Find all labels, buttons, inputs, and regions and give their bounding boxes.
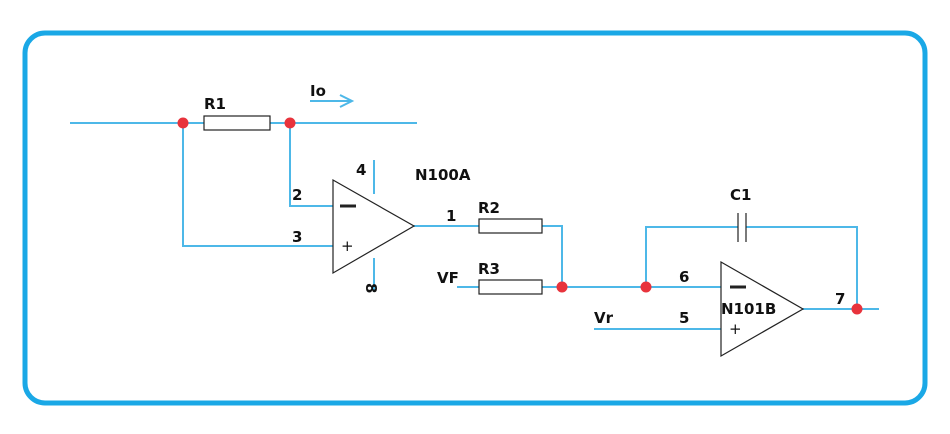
- label-opamp-a: N100A: [415, 166, 471, 184]
- resistor-r1: [203, 115, 271, 131]
- wire-fb-left: [645, 226, 738, 287]
- label-r3: R3: [478, 260, 500, 278]
- wire-fb-right: [746, 226, 858, 309]
- resistor-r3: [478, 279, 543, 295]
- opamp-b-plus-sign: +: [729, 320, 742, 338]
- current-arrow-head: [339, 94, 355, 108]
- resistor-r2: [478, 218, 543, 234]
- label-pin-6: 6: [679, 268, 689, 286]
- label-r1: R1: [204, 95, 226, 113]
- node-output: [851, 303, 863, 315]
- opamp-n100a: [332, 178, 416, 275]
- wire-to-pin2: [289, 123, 333, 207]
- label-pin-3: 3: [292, 228, 302, 246]
- label-c1: C1: [730, 186, 751, 204]
- node-r1-left: [177, 117, 189, 129]
- node-r1-right: [284, 117, 296, 129]
- label-opamp-b: N101B: [721, 300, 776, 318]
- label-vf: VF: [437, 269, 459, 287]
- node-sum: [556, 281, 568, 293]
- label-r2: R2: [478, 199, 500, 217]
- label-pin-8: 8: [362, 283, 380, 293]
- label-pin-7: 7: [835, 290, 845, 308]
- wires: [70, 94, 879, 330]
- label-pin-1: 1: [446, 207, 456, 225]
- label-pin-4: 4: [356, 161, 366, 179]
- opamp-a-plus-sign: +: [341, 237, 354, 255]
- wire-r2-to-node: [542, 225, 563, 287]
- junction-nodes: [177, 117, 863, 315]
- label-pin-5: 5: [679, 309, 689, 327]
- label-current: Io: [310, 82, 326, 100]
- wire-to-pin3: [182, 123, 333, 247]
- label-pin-2: 2: [292, 186, 302, 204]
- diagram-border: [22, 30, 928, 406]
- label-vr: Vr: [594, 309, 614, 327]
- node-c1-left: [640, 281, 652, 293]
